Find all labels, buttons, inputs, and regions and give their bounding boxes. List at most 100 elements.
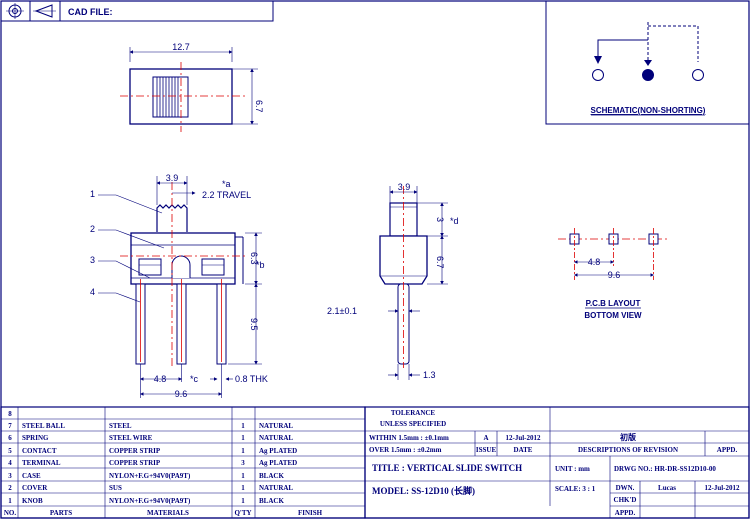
top-view: 12.7 6.7	[120, 42, 264, 132]
tolerance-line2: OVER 1.5mm : ±0.2mm	[369, 446, 442, 454]
bom-cell-no: 7	[8, 422, 12, 430]
cad-file-label: CAD FILE:	[68, 7, 113, 17]
bom-cell-qty: 1	[241, 447, 245, 455]
bom-cell-no: 4	[8, 459, 12, 467]
schematic-panel: SCHEMATIC(NON-SHORTING)	[545, 0, 750, 125]
pin-length-dim: 9.5	[249, 318, 259, 331]
pin-thk-dim: 1.3	[423, 370, 436, 380]
side-view: 3.9 3 *d 6.7 2.1±0.1 1.3	[327, 182, 459, 380]
revision-description: 初版	[620, 432, 636, 442]
body-height-dim: 6.3	[249, 252, 259, 265]
appd-label: APPD.	[615, 509, 636, 517]
bom-cell-part: TERMINAL	[22, 459, 61, 467]
appd-rev-label: APPD.	[717, 446, 738, 454]
bom-cell-qty: 1	[241, 472, 245, 480]
pcb-pitch-dim: 4.8	[588, 257, 601, 267]
drawing-title: TITLE : VERTICAL SLIDE SWITCH	[372, 463, 522, 473]
note-d: *d	[450, 216, 459, 226]
bom-cell-qty: 1	[241, 422, 245, 430]
header-block: CAD FILE:	[0, 0, 274, 22]
bom-cell-finish: BLACK	[259, 472, 284, 480]
revision-date: 12-Jul-2012	[506, 434, 542, 442]
bom-cell-material: COPPER STRIP	[109, 447, 161, 455]
overall-dim: 9.6	[175, 389, 188, 399]
front-view: 3.9 2.2 TRAVEL *a 6.3 *b 9.5 4.8 *c 0.8 …	[90, 173, 268, 399]
bom-cell-finish: NATURAL	[259, 422, 293, 430]
side-body-height-dim: 6.7	[435, 256, 445, 269]
bom-header-no: NO.	[4, 509, 17, 517]
bom-cell-no: 8	[8, 410, 12, 418]
projection-symbol-icon	[6, 3, 56, 19]
note-a: *a	[222, 179, 231, 189]
tolerance-line1: WITHIN 1.5mm : ±0.1mm	[369, 434, 449, 442]
bom-cell-part: COVER	[22, 484, 48, 492]
bom-cell-part: CONTACT	[22, 447, 57, 455]
callout-3: 3	[90, 255, 95, 265]
bom-cell-part: CASE	[22, 472, 41, 480]
top-height-dim: 6.7	[254, 100, 264, 113]
thickness-dim: 0.8 THK	[235, 374, 268, 384]
switch-symbol	[592, 22, 704, 81]
model: MODEL: SS-12D10 (长脚)	[372, 485, 475, 496]
travel-dim: 2.2 TRAVEL	[202, 190, 251, 200]
bom-cell-no: 6	[8, 434, 12, 442]
bom-cell-part: SPRING	[22, 434, 49, 442]
bom-cell-material: STEEL WIRE	[109, 434, 153, 442]
bom-cell-material: STEEL	[109, 422, 132, 430]
bom-cell-finish: NATURAL	[259, 484, 293, 492]
dwn-label: DWN.	[616, 484, 635, 492]
revision-issue: A	[483, 434, 488, 442]
dwn-name: Lucas	[658, 484, 676, 492]
bom-cell-no: 1	[8, 497, 12, 505]
bom-header-finish: FINISH	[298, 509, 323, 517]
pitch-dim: 4.8	[154, 374, 167, 384]
note-b: *b	[256, 260, 265, 270]
bom-cell-qty: 1	[241, 484, 245, 492]
bom-cell-part: KNOB	[22, 497, 43, 505]
tolerance-title: TOLERANCE	[391, 409, 436, 417]
bom-cell-finish: Ag PLATED	[259, 459, 297, 467]
bom-cell-qty: 1	[241, 497, 245, 505]
bom-cell-finish: BLACK	[259, 497, 284, 505]
title-block: TOLERANCE UNLESS SPECIFIED WITHIN 1.5mm …	[364, 406, 750, 519]
bom-cell-no: 3	[8, 472, 12, 480]
knob-width-dim: 3.9	[166, 173, 179, 183]
note-c: *c	[190, 374, 199, 384]
bom-cell-no: 2	[8, 484, 12, 492]
issue-label: ISSUE	[476, 446, 497, 454]
bom-header-qty: Q'TY	[234, 509, 251, 517]
bom-cell-finish: Ag PLATED	[259, 447, 297, 455]
bom-header-materials: MATERIALS	[147, 509, 189, 517]
callout-4: 4	[90, 287, 95, 297]
bom-cell-qty: 1	[241, 434, 245, 442]
date-label: DATE	[514, 446, 533, 454]
pcb-subtitle: BOTTOM VIEW	[584, 311, 642, 320]
bom-cell-part: STEEL BALL	[22, 422, 65, 430]
bom-cell-material: COPPER STRIP	[109, 459, 161, 467]
pin-width-dim: 2.1±0.1	[327, 306, 357, 316]
bom-cell-material: SUS	[109, 484, 122, 492]
pcb-overall-dim: 9.6	[608, 270, 621, 280]
chkd-label: CHK'D	[614, 496, 637, 504]
tolerance-subtitle: UNLESS SPECIFIED	[380, 420, 446, 428]
callout-2: 2	[90, 224, 95, 234]
bom-cell-qty: 3	[241, 459, 245, 467]
drwg-no: DRWG NO.: HR-DR-SS12D10-00	[614, 465, 716, 473]
bom-cell-material: NYLON+F.G+94V0(PA9T)	[109, 497, 191, 505]
callout-1: 1	[90, 189, 95, 199]
unit: UNIT : mm	[555, 465, 590, 473]
side-knob-height-dim: 3	[435, 217, 445, 222]
bom-cell-material: NYLON+F.G+94V0(PA9T)	[109, 472, 191, 480]
dwn-date: 12-Jul-2012	[705, 484, 741, 492]
bom-cell-finish: NATURAL	[259, 434, 293, 442]
bom-cell-no: 5	[8, 447, 12, 455]
side-knob-width-dim: 3.9	[398, 182, 411, 192]
bom-header-parts: PARTS	[50, 509, 72, 517]
top-width-dim: 12.7	[172, 42, 190, 52]
descriptions-label: DESCRIPTIONS OF REVISION	[578, 446, 678, 454]
scale: SCALE: 3 : 1	[555, 485, 596, 493]
pcb-layout: 4.8 9.6 P.C.B LAYOUT BOTTOM VIEW	[558, 228, 670, 320]
pcb-title: P.C.B LAYOUT	[586, 299, 641, 308]
